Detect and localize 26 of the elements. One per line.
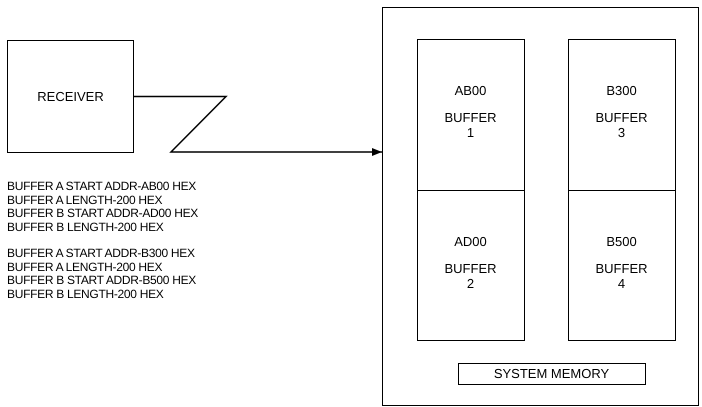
memory-box xyxy=(382,7,699,406)
buffer-box xyxy=(416,38,524,190)
buffer-note: BUFFER A LENGTH-200 HEX xyxy=(7,194,164,207)
zigzag-arrow xyxy=(134,96,382,156)
buffer-note: BUFFER A START ADDR-AB00 HEX xyxy=(7,180,197,194)
memory-label-box xyxy=(458,362,646,384)
buffer-note: BUFFER B START ADDR-AD00 HEX xyxy=(7,207,198,220)
buffer-note: BUFFER A START ADDR-B300 HEX xyxy=(7,247,196,260)
receiver-box xyxy=(7,40,134,153)
node-label: BUFFER 1 xyxy=(444,110,498,140)
address-text: B500 xyxy=(606,234,637,248)
node-label: SYSTEM MEMORY xyxy=(494,366,610,381)
buffer-box xyxy=(568,38,676,190)
address-text: AB00 xyxy=(454,82,486,98)
buffer-note: BUFFER B LENGTH-200 HEX xyxy=(7,288,164,301)
address-text: AD00 xyxy=(454,234,487,248)
node-label: BUFFER 4 xyxy=(594,260,648,290)
buffer-note: BUFFER A LENGTH-200 HEX xyxy=(7,260,164,274)
buffer-box xyxy=(416,190,524,340)
address-text: B300 xyxy=(606,82,637,98)
node-label: BUFFER 2 xyxy=(444,260,498,290)
buffer-note: BUFFER B START ADDR-B500 HEX xyxy=(7,274,197,288)
node-label: RECEIVER xyxy=(37,89,104,104)
buffer-note: BUFFER B LENGTH-200 HEX xyxy=(7,220,164,234)
node-label: BUFFER 3 xyxy=(594,110,648,140)
buffer-box xyxy=(568,190,676,340)
